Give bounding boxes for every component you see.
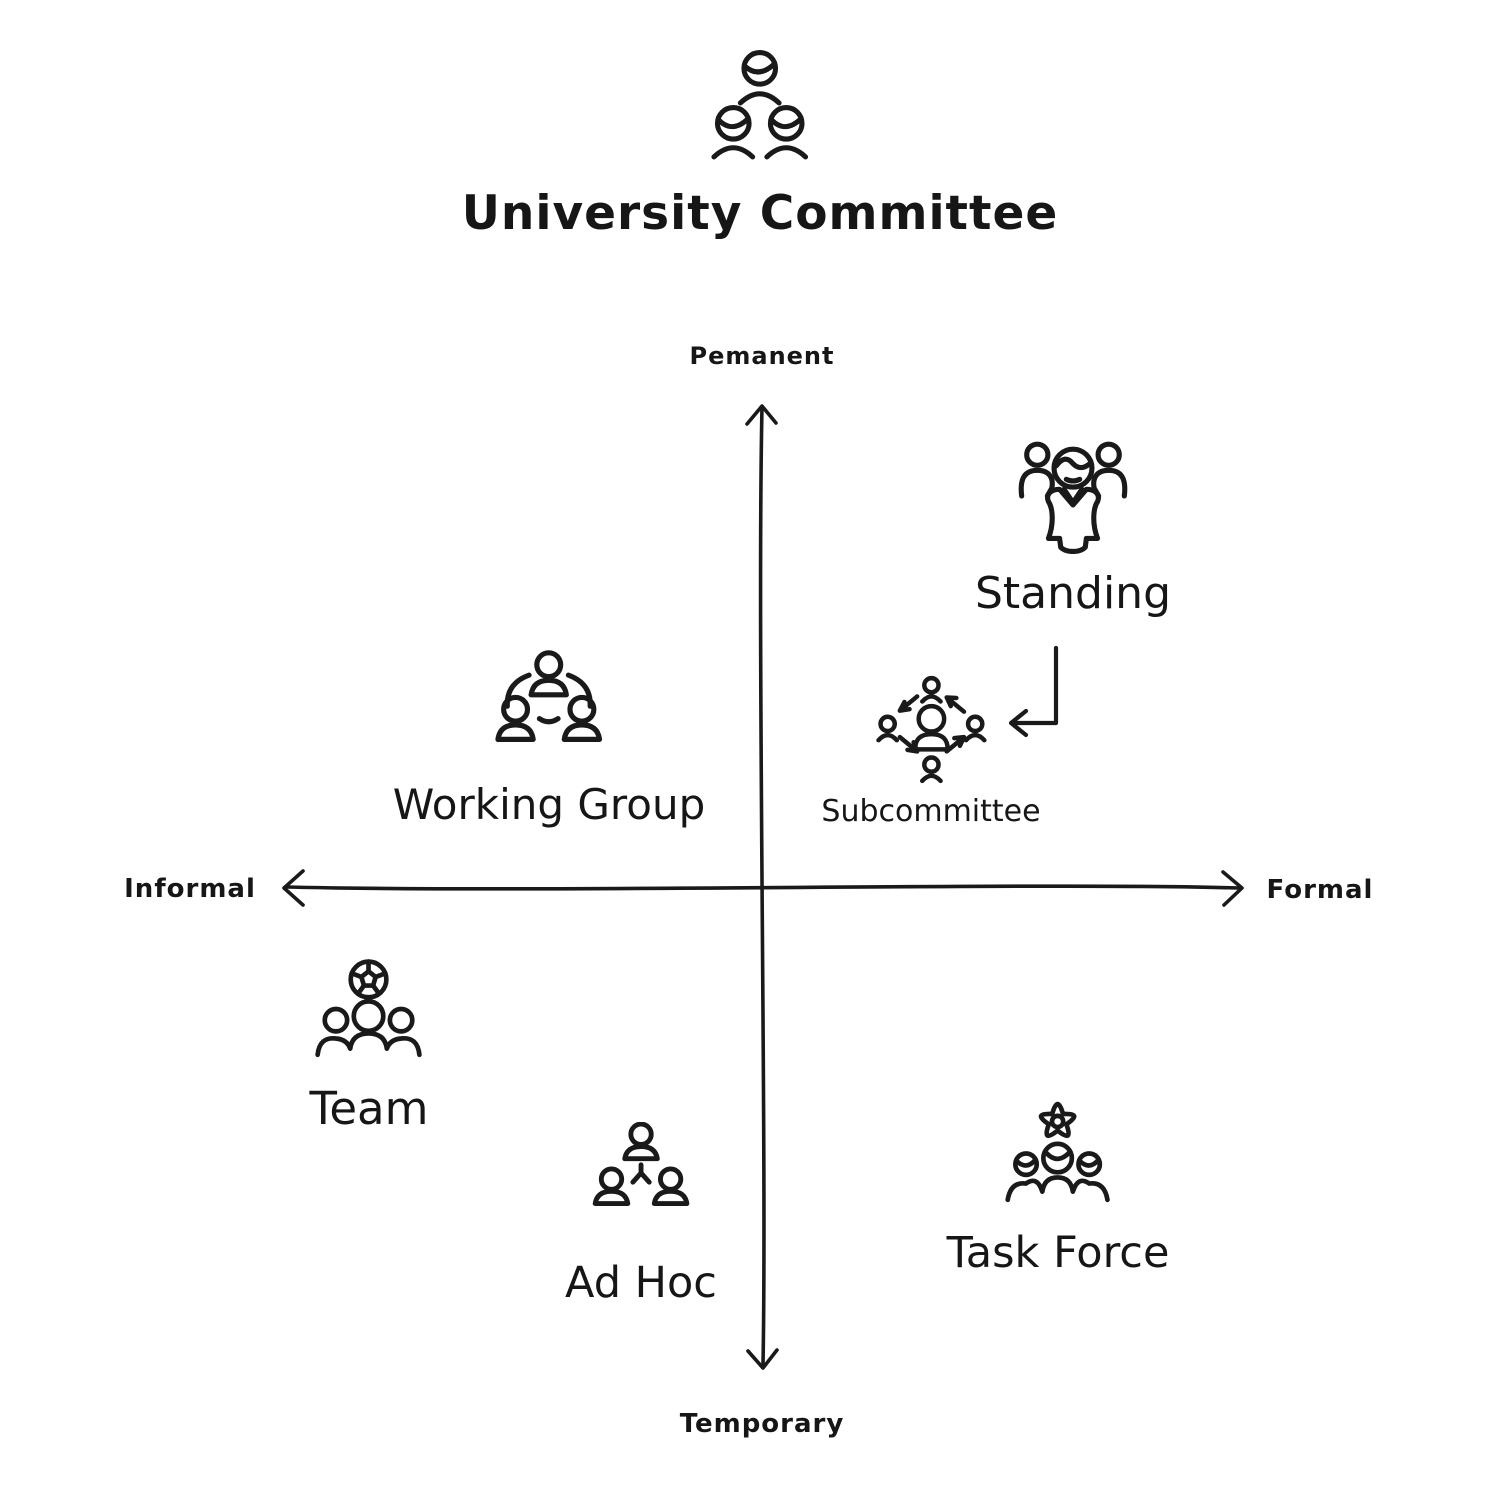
axis-label-formal: Formal — [1266, 875, 1374, 905]
node-task-force: Task Force — [946, 1100, 1170, 1278]
people-group-icon — [1018, 441, 1128, 554]
node-label: Team — [309, 1082, 429, 1135]
node-subcommittee: Subcommittee — [821, 672, 1041, 829]
node-label: Working Group — [392, 780, 706, 829]
left-arrowhead — [282, 869, 305, 907]
node-standing: Standing — [975, 438, 1171, 619]
up-arrowhead — [745, 404, 778, 426]
triad-people-icon — [592, 1122, 690, 1207]
node-label: Subcommittee — [821, 794, 1041, 829]
horizontal-axis-line — [284, 884, 1242, 891]
axis-label-informal: Informal — [124, 874, 256, 904]
vertical-axis-line — [758, 405, 766, 1367]
page-title: University Committee — [461, 186, 1059, 241]
node-team: Team — [309, 958, 429, 1135]
right-arrowhead — [1221, 870, 1244, 907]
node-label: Task Force — [946, 1228, 1170, 1278]
axis-label-permanent: Pemanent — [689, 342, 835, 370]
soccer-ball-team-icon — [315, 959, 423, 1058]
delegation-people-icon — [875, 675, 987, 784]
axis-label-temporary: Temporary — [679, 1409, 845, 1439]
title-block: University Committee — [462, 48, 1059, 241]
networked-people-icon — [495, 650, 603, 742]
standing-to-subcommittee-arrow — [1008, 645, 1059, 738]
down-arrowhead — [746, 1348, 779, 1370]
node-ad-hoc: Ad Hoc — [565, 1122, 717, 1308]
gear-people-icon — [1005, 1101, 1111, 1203]
node-working-group: Working Group — [392, 650, 706, 829]
committee-people-icon — [711, 50, 809, 160]
node-label: Ad Hoc — [565, 1258, 717, 1308]
node-label: Standing — [974, 568, 1172, 619]
